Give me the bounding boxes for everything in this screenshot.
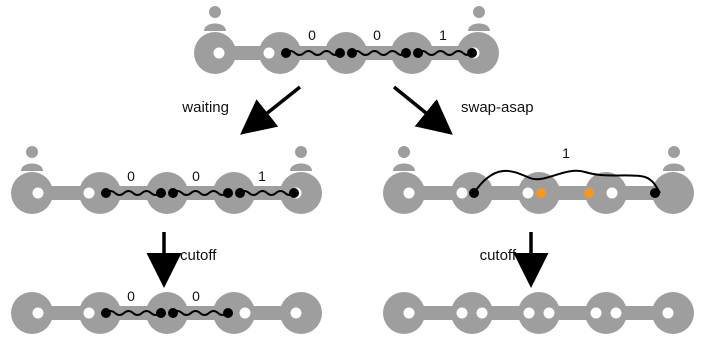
link-age-label: 0 — [127, 288, 135, 304]
transition-label-cutoff: cutoff — [480, 247, 517, 264]
link-age-label: 1 — [562, 145, 570, 161]
swapped-qubit — [584, 188, 594, 198]
transition-arrow-waiting — [240, 85, 302, 135]
qubit — [168, 188, 178, 198]
transition-label-swap-asap: swap-asap — [461, 99, 534, 116]
qubit — [413, 48, 423, 58]
repeater-node-3 — [213, 172, 255, 214]
entangled-link — [285, 50, 341, 56]
memory-slot — [290, 307, 302, 319]
repeater-node-3 — [213, 292, 255, 334]
memory-slot — [83, 307, 95, 319]
entangled-link-long — [473, 169, 661, 194]
memory-slot — [32, 187, 44, 199]
memory-slot — [590, 307, 602, 319]
repeater-node-3 — [585, 172, 627, 214]
qubit — [281, 48, 291, 58]
link-age-label: 0 — [373, 27, 381, 43]
transition-label-waiting: waiting — [181, 99, 229, 116]
memory-slot — [32, 307, 44, 319]
memory-slot — [239, 307, 251, 319]
link-age-label: 0 — [308, 27, 316, 43]
person-icon — [204, 6, 226, 31]
chain-waiting-after-cutoff: 0 0 — [11, 288, 322, 334]
repeater-node-2 — [325, 32, 367, 74]
chain-swap-asap-after-cutoff — [383, 292, 694, 334]
qubit — [156, 308, 166, 318]
qubit — [101, 188, 111, 198]
transition-label-cutoff: cutoff — [180, 247, 217, 264]
entangled-link — [172, 310, 228, 316]
swapped-qubit — [536, 188, 546, 198]
memory-slot — [263, 47, 275, 59]
memory-slot — [662, 307, 674, 319]
end-node-left — [11, 292, 53, 334]
qubit — [289, 188, 299, 198]
chain-initial: 0 0 1 — [194, 6, 499, 74]
qubit — [156, 188, 166, 198]
end-node-left — [11, 172, 53, 214]
repeater-node-1 — [259, 32, 301, 74]
link-age-label: 0 — [192, 168, 200, 184]
entangled-link — [172, 190, 228, 196]
person-icon — [663, 146, 685, 171]
link-age-label: 0 — [127, 168, 135, 184]
memory-slot — [522, 187, 534, 199]
memory-slot — [523, 307, 535, 319]
person-icon — [290, 146, 312, 171]
link-age-label: 1 — [439, 27, 447, 43]
repeater-node-2 — [146, 292, 188, 334]
qubit — [347, 48, 357, 58]
person-icon — [468, 6, 490, 31]
transition-arrow-swap-asap — [392, 85, 453, 135]
qubit — [401, 48, 411, 58]
qubit — [223, 308, 233, 318]
repeater-node-1 — [79, 172, 121, 214]
entangled-link — [239, 190, 295, 196]
qubit — [469, 188, 479, 198]
memory-slot — [403, 307, 415, 319]
memory-slot — [213, 47, 225, 59]
memory-slot — [456, 187, 468, 199]
end-node-right — [652, 172, 694, 214]
link-age-label: 0 — [192, 288, 200, 304]
entangled-link — [105, 190, 161, 196]
person-icon — [21, 146, 43, 171]
entangled-link — [105, 310, 161, 316]
qubit — [223, 188, 233, 198]
memory-slot — [610, 307, 622, 319]
repeater-node-1 — [79, 292, 121, 334]
repeater-node-1 — [451, 292, 493, 334]
entangled-link — [351, 50, 407, 56]
memory-slot — [83, 187, 95, 199]
repeater-node-3 — [585, 292, 627, 334]
qubit — [650, 188, 660, 198]
memory-slot — [543, 307, 555, 319]
memory-slot — [476, 307, 488, 319]
person-icon — [393, 146, 415, 171]
repeater-node-2 — [146, 172, 188, 214]
qubit — [235, 188, 245, 198]
memory-slot — [456, 307, 468, 319]
memory-slot — [403, 187, 415, 199]
repeater-node-2 — [518, 292, 560, 334]
memory-slot — [606, 187, 618, 199]
qubit — [168, 308, 178, 318]
qubit — [467, 48, 477, 58]
qubit — [335, 48, 345, 58]
chain-swap-asap: 1 — [383, 145, 694, 214]
qubit — [101, 308, 111, 318]
repeater-node-3 — [391, 32, 433, 74]
chain-waiting: 0 0 1 — [11, 146, 322, 214]
link-age-label: 1 — [258, 168, 266, 184]
entangled-link — [417, 50, 473, 56]
